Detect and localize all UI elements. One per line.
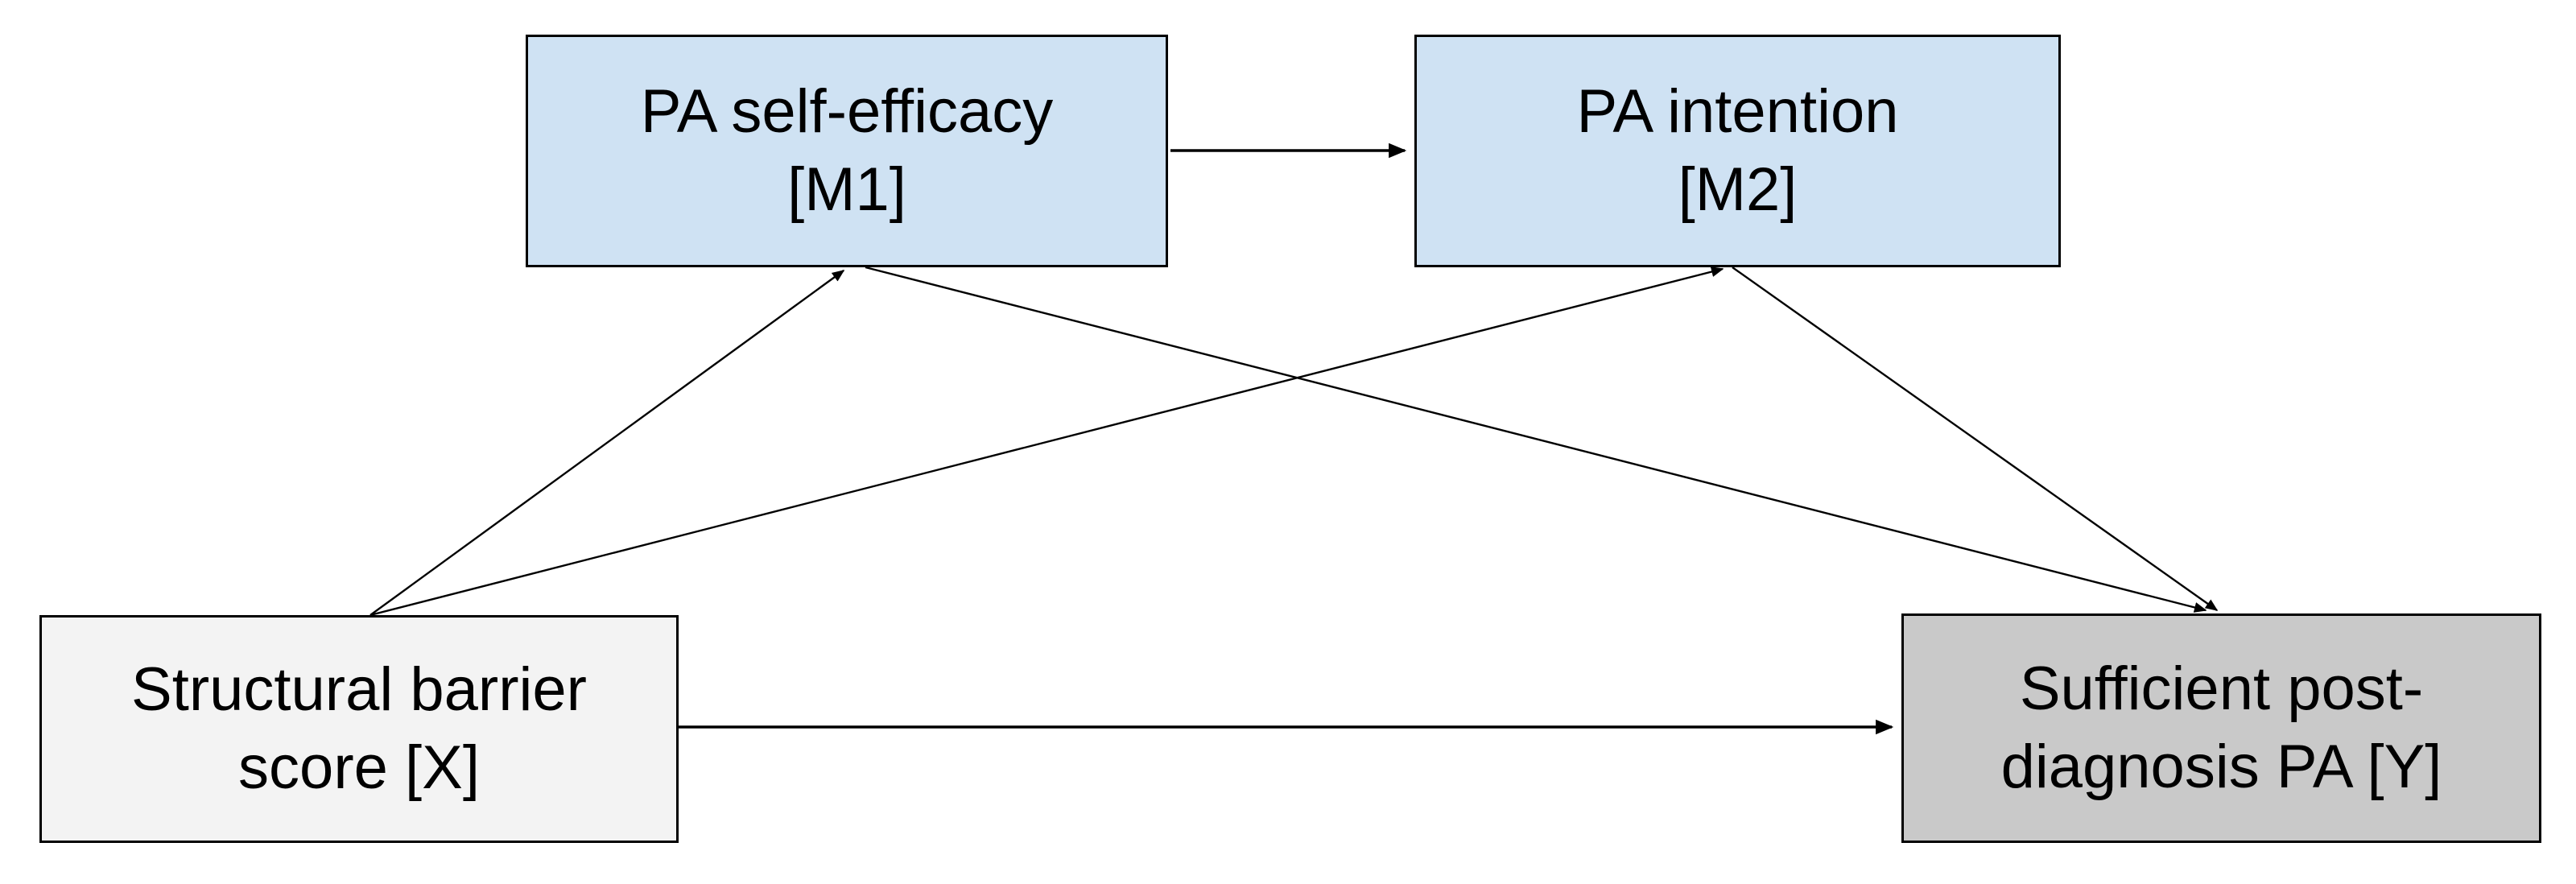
node-m1-label-line1: PA self-efficacy	[640, 76, 1054, 146]
arrow-m1-to-y	[865, 266, 2207, 613]
node-x-label-line1: Structural barrier	[131, 655, 587, 724]
node-m2-label-line2: [M2]	[1678, 155, 1798, 224]
node-y-label-line1: Sufficient post-	[2019, 654, 2424, 723]
arrow-x-to-m2	[369, 266, 1724, 617]
node-mediator-m1: PA self-efficacy [M1]	[526, 35, 1168, 267]
arrow-m2-to-y	[1732, 266, 2219, 611]
node-m1-label-line2: [M1]	[787, 155, 906, 224]
node-outcome-y: Sufficient post- diagnosis PA [Y]	[1901, 613, 2541, 843]
node-y-label-line2: diagnosis PA [Y]	[2000, 732, 2442, 801]
node-mediator-m2: PA intention [M2]	[1414, 35, 2061, 267]
node-x-label-line2: score [X]	[238, 733, 480, 802]
node-predictor-x: Structural barrier score [X]	[39, 615, 679, 843]
node-m2-label-line1: PA intention	[1576, 76, 1899, 146]
arrow-x-to-m1	[369, 270, 845, 616]
